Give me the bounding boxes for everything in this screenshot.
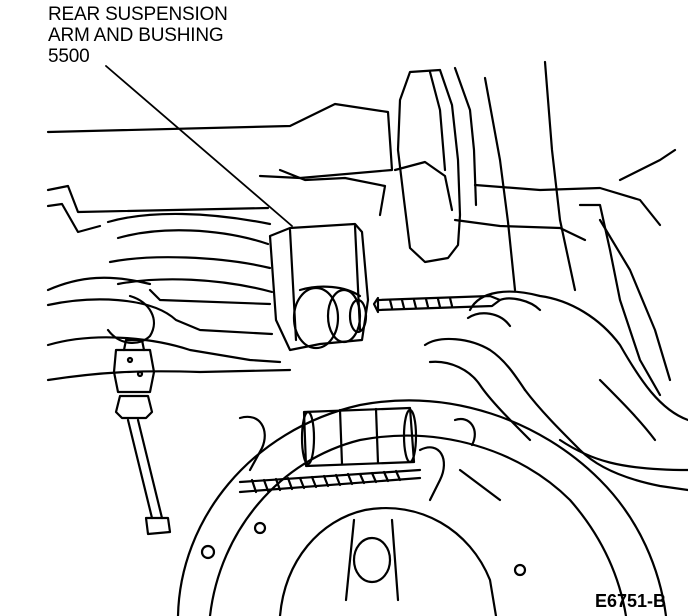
brake-spring (238, 415, 502, 502)
part-callout: REAR SUSPENSION ARM AND BUSHING 5500 (48, 4, 228, 67)
brake-backing-plate (176, 399, 668, 616)
callout-line-1: REAR SUSPENSION (48, 4, 228, 25)
bushing-bracket (268, 222, 370, 352)
figure-id: E6751-B (594, 591, 666, 611)
pivot-bolt (372, 294, 502, 314)
callout-leader-line (105, 65, 293, 227)
shock-absorber (112, 338, 172, 536)
mechanic-hand (423, 290, 688, 492)
wheel-cylinder (300, 406, 418, 468)
control-arm (46, 212, 292, 382)
callout-line-2: ARM AND BUSHING (48, 25, 224, 46)
frame-panels (46, 60, 677, 397)
callout-part-number: 5500 (48, 46, 90, 67)
